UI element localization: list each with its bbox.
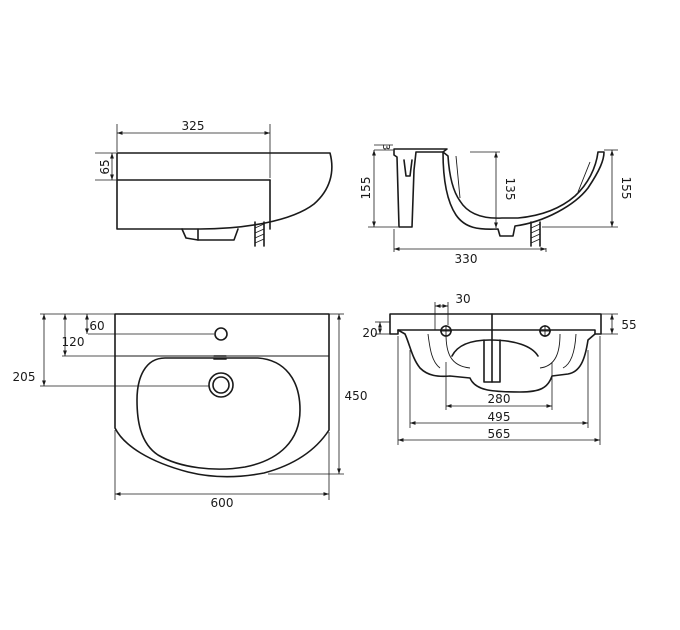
- top-depth-label: 450: [345, 389, 368, 403]
- side-width-label: 325: [182, 119, 205, 133]
- section-height-right-label: 155: [619, 177, 633, 200]
- section-wall-pipe: [530, 221, 541, 247]
- top-drain-offset-label: 205: [13, 370, 36, 384]
- top-tap-offset-label: 60: [89, 319, 104, 333]
- top-rim-offset-label: 120: [62, 335, 85, 349]
- section-small-label: 3: [380, 144, 391, 150]
- back-inner-width-label: 280: [488, 392, 511, 406]
- section-view: 3 155 135 155 330: [359, 144, 633, 266]
- side-rim-label: 65: [98, 159, 112, 174]
- section-depth-label: 330: [455, 252, 478, 266]
- back-hole-height-label: 20: [362, 326, 377, 340]
- drain-outer: [208, 372, 234, 398]
- wall-pipe: [254, 221, 265, 247]
- side-view: 325 65: [95, 119, 333, 247]
- back-overall-width-label: 565: [488, 427, 511, 441]
- drain-inner: [212, 376, 230, 394]
- back-rim-height-label: 55: [621, 318, 636, 332]
- back-view: 30 20 55 280 495 565: [362, 292, 637, 445]
- top-view: 60 120 205 450 600: [13, 313, 368, 510]
- mounting-hole-right: [539, 325, 551, 337]
- back-hole-spacing-label: 30: [455, 292, 470, 306]
- tap-hole: [214, 327, 228, 341]
- section-height-left-label: 155: [359, 177, 373, 200]
- back-bowl-width-label: 495: [488, 410, 511, 424]
- top-width-label: 600: [211, 496, 234, 510]
- section-bowl-depth-label: 135: [503, 178, 517, 201]
- mounting-hole-left: [440, 325, 452, 337]
